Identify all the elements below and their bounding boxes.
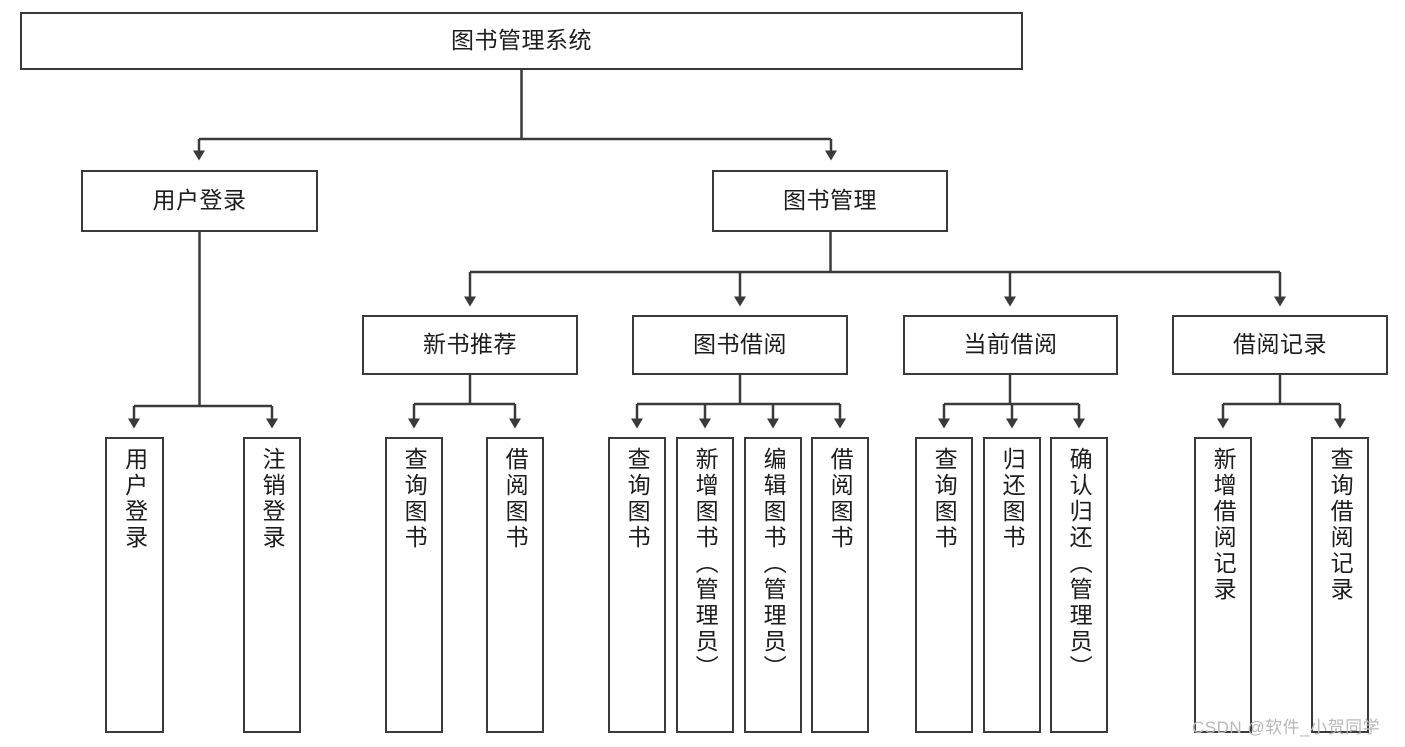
node-user-login-label: 用户登录 — [152, 187, 247, 214]
node-current-borrow[interactable]: 当前借阅 — [903, 315, 1118, 375]
node-book-manage[interactable]: 图书管理 — [712, 170, 948, 232]
node-leaf-brw-borrow-book[interactable]: 借阅图书 — [811, 437, 869, 733]
node-leaf-brw-add-book-label: 新增图书（管理员） — [692, 447, 719, 681]
node-leaf-cur-confirm-return-label: 确认归还（管理员） — [1066, 447, 1093, 681]
node-leaf-rec-add-record[interactable]: 新增借阅记录 — [1194, 437, 1252, 733]
node-leaf-rec-query-book[interactable]: 查询图书 — [385, 437, 443, 733]
node-leaf-brw-query-book[interactable]: 查询图书 — [608, 437, 666, 733]
node-new-book-recommend-label: 新书推荐 — [423, 331, 517, 358]
node-leaf-cur-query-book[interactable]: 查询图书 — [915, 437, 973, 733]
node-book-borrow[interactable]: 图书借阅 — [632, 315, 848, 375]
node-leaf-user-login[interactable]: 用户登录 — [105, 437, 164, 733]
node-leaf-cur-confirm-return[interactable]: 确认归还（管理员） — [1050, 437, 1108, 733]
node-root-label: 图书管理系统 — [451, 27, 592, 54]
node-leaf-brw-edit-book[interactable]: 编辑图书（管理员） — [744, 437, 802, 733]
node-leaf-brw-borrow-book-label: 借阅图书 — [827, 447, 854, 551]
node-leaf-user-logout-label: 注销登录 — [259, 447, 286, 551]
node-leaf-user-login-label: 用户登录 — [121, 447, 148, 551]
node-leaf-rec-borrow-book[interactable]: 借阅图书 — [486, 437, 544, 733]
node-current-borrow-label: 当前借阅 — [963, 331, 1058, 358]
node-leaf-cur-query-book-label: 查询图书 — [931, 447, 958, 551]
node-leaf-rec-query-record-label: 查询借阅记录 — [1327, 447, 1354, 603]
node-leaf-rec-query-record[interactable]: 查询借阅记录 — [1311, 437, 1369, 733]
node-leaf-cur-return-book-label: 归还图书 — [999, 447, 1026, 551]
node-leaf-rec-borrow-book-label: 借阅图书 — [502, 447, 529, 551]
node-leaf-brw-add-book[interactable]: 新增图书（管理员） — [676, 437, 734, 733]
node-user-login[interactable]: 用户登录 — [81, 170, 318, 232]
node-borrow-record[interactable]: 借阅记录 — [1172, 315, 1388, 375]
node-leaf-brw-edit-book-label: 编辑图书（管理员） — [760, 447, 787, 681]
node-leaf-cur-return-book[interactable]: 归还图书 — [983, 437, 1041, 733]
node-leaf-user-logout[interactable]: 注销登录 — [243, 437, 301, 733]
node-new-book-recommend[interactable]: 新书推荐 — [362, 315, 578, 375]
node-root[interactable]: 图书管理系统 — [20, 12, 1023, 70]
watermark: CSDN @软件_小贺同学 — [1192, 718, 1381, 737]
node-leaf-rec-add-record-label: 新增借阅记录 — [1210, 447, 1237, 603]
node-leaf-brw-query-book-label: 查询图书 — [624, 447, 651, 551]
node-leaf-rec-query-book-label: 查询图书 — [401, 447, 428, 551]
node-book-borrow-label: 图书借阅 — [693, 331, 787, 358]
node-borrow-record-label: 借阅记录 — [1233, 331, 1327, 358]
node-book-manage-label: 图书管理 — [783, 187, 877, 214]
